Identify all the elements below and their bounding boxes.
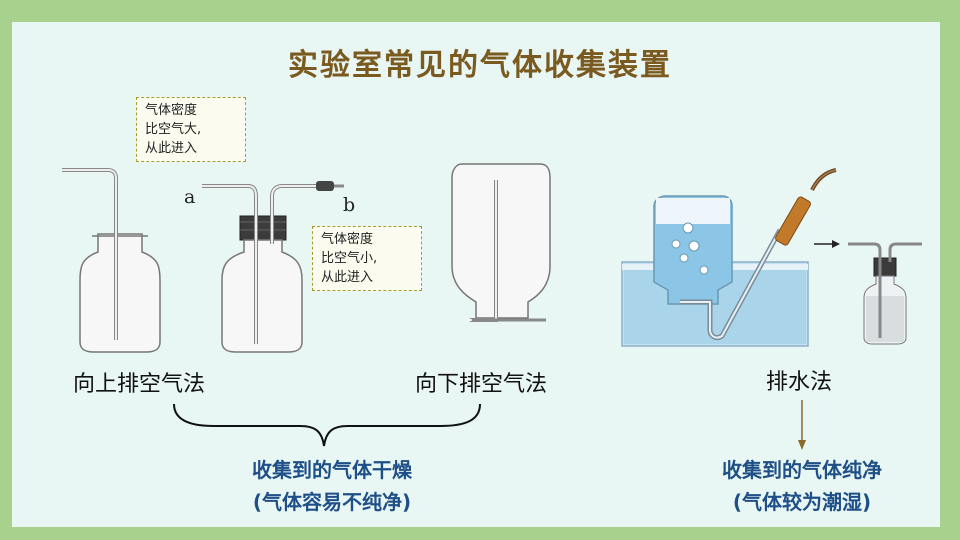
port-a-label: a: [184, 186, 196, 208]
right-arrow: [814, 240, 840, 248]
air-method-conclusion: 收集到的气体干燥 (气体容易不纯净): [212, 454, 452, 518]
grouping-brace: [173, 403, 481, 447]
water-displacement-setup: [621, 168, 837, 347]
water-method-label: 排水法: [766, 370, 833, 395]
dense-gas-note: 气体密度 比空气大, 从此进入: [136, 97, 246, 162]
upward-collection-bottle: [62, 168, 161, 353]
port-b-label: b: [343, 194, 356, 216]
down-arrow: [798, 400, 806, 450]
water-conclusion-line1: 收集到的气体纯净: [722, 458, 882, 482]
light-gas-note: 气体密度 比空气小, 从此进入: [312, 226, 422, 291]
downward-air-method-label: 向下排空气法: [415, 372, 548, 397]
small-gas-jar: [848, 242, 922, 345]
upward-air-method-label: 向上排空气法: [73, 372, 206, 397]
water-method-conclusion: 收集到的气体纯净 (气体较为潮湿): [682, 454, 922, 518]
air-conclusion-line2: (气体容易不纯净): [252, 490, 412, 514]
water-conclusion-line2: (气体较为潮湿): [732, 490, 872, 514]
inverted-collection-bottle: [451, 163, 551, 322]
page-title: 实验室常见的气体收集装置: [288, 48, 672, 83]
air-conclusion-line1: 收集到的气体干燥: [252, 458, 412, 482]
two-port-gas-bottle: [202, 181, 344, 353]
